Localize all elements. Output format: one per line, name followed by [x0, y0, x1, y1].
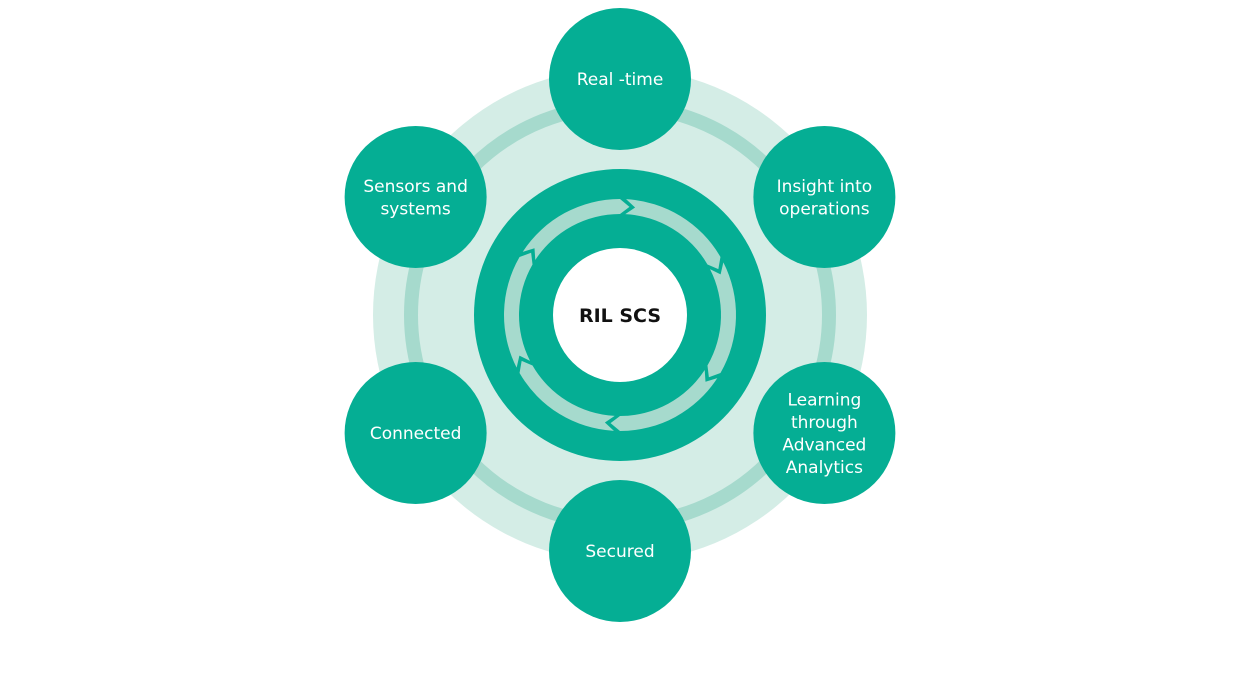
node-secured: Secured	[549, 480, 691, 622]
node-circle	[549, 8, 691, 150]
node-label: Insight into	[777, 177, 873, 197]
cycle-arrow-icon	[522, 199, 630, 260]
cycle-arrow-icon	[519, 360, 615, 431]
cycle-arrow-icon	[610, 370, 718, 431]
center-label: RIL SCS	[579, 305, 661, 327]
node-circle	[753, 362, 896, 504]
cycle-arrows	[503, 199, 736, 431]
node-circle	[753, 126, 896, 268]
cycle-arrow-icon	[707, 262, 736, 378]
node-label: operations	[779, 199, 870, 219]
node-label: Analytics	[786, 458, 863, 478]
cycle-arrow-icon	[503, 252, 533, 368]
node-circle	[549, 480, 691, 622]
node-real-time: Real -time	[549, 8, 691, 150]
node-label: through	[791, 413, 858, 433]
node-circle	[344, 362, 487, 504]
center-disc	[553, 248, 687, 382]
node-label: Connected	[370, 424, 462, 444]
node-label: Sensors and	[363, 177, 468, 197]
node-label: Secured	[585, 542, 654, 562]
node-label: systems	[380, 199, 450, 219]
node-label: Learning	[787, 390, 861, 410]
node-label: Advanced	[782, 435, 866, 455]
node-circle	[344, 126, 487, 268]
node-connected: Connected	[344, 362, 487, 504]
cycle-arrow-icon	[625, 199, 721, 270]
node-label: Real -time	[577, 70, 664, 90]
